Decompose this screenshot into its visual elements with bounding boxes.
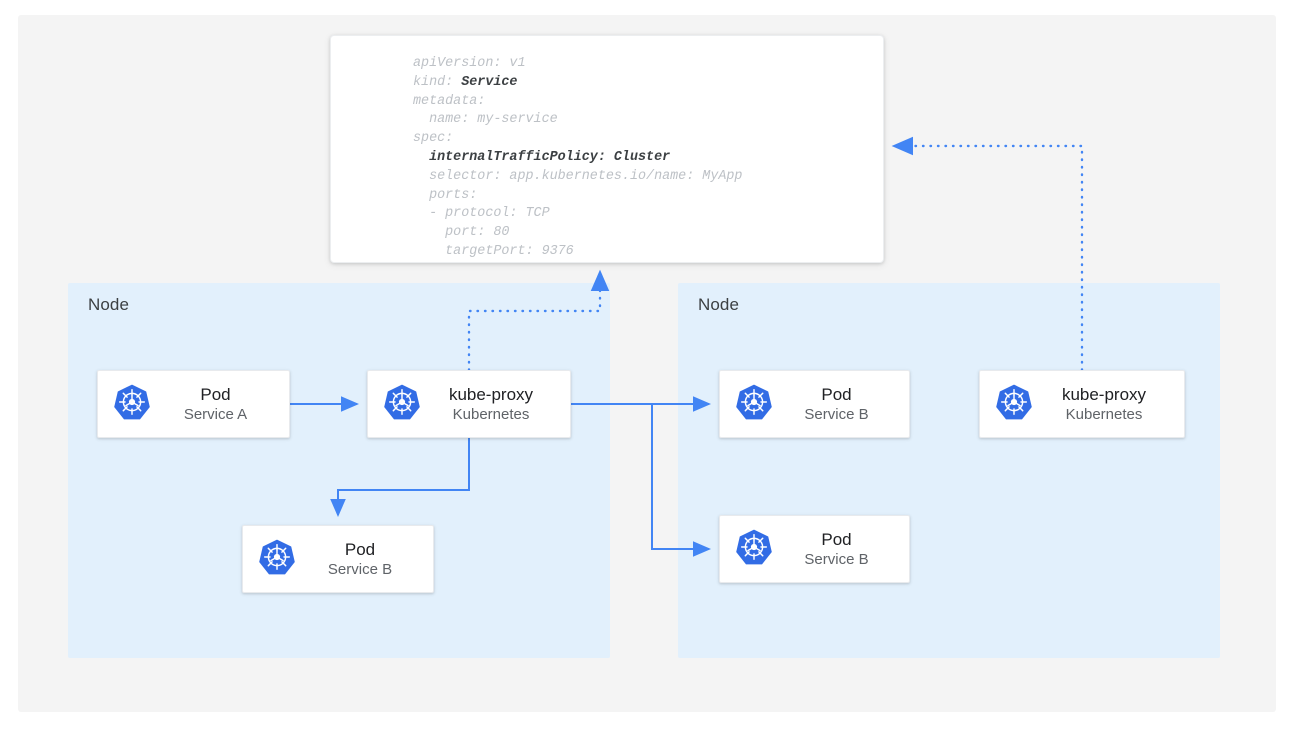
box-title: kube-proxy	[1061, 384, 1147, 404]
kubernetes-icon	[257, 537, 297, 582]
service-yaml-code: apiVersion: v1 kind: Service metadata: n…	[413, 56, 743, 259]
kubernetes-icon	[112, 382, 152, 427]
pod-box-service-b-right-node-bottom[interactable]: Pod Service B	[719, 515, 910, 583]
box-title: Pod	[821, 529, 852, 549]
node-label-right: Node	[698, 295, 740, 314]
box-subtitle: Kubernetes	[452, 406, 530, 424]
box-subtitle: Service B	[804, 406, 869, 424]
box-subtitle: Service A	[183, 406, 248, 424]
kube-proxy-box-text: kube-proxy Kubernetes	[1034, 384, 1184, 425]
pod-box-service-b-left-node[interactable]: Pod Service B	[242, 525, 434, 593]
box-title: Pod	[344, 539, 376, 559]
pod-box-text: Pod Service B	[297, 539, 433, 580]
kube-proxy-box-text: kube-proxy Kubernetes	[422, 384, 570, 425]
kube-proxy-box-left[interactable]: kube-proxy Kubernetes	[367, 370, 571, 438]
pod-box-text: Pod Service B	[774, 529, 909, 570]
node-container-right: Node	[678, 283, 1220, 658]
box-title: Pod	[200, 384, 231, 404]
kubernetes-icon	[994, 382, 1034, 427]
box-subtitle: Service B	[804, 551, 869, 569]
kubernetes-icon	[382, 382, 422, 427]
pod-box-text: Pod Service A	[152, 384, 289, 425]
kubernetes-icon	[734, 382, 774, 427]
kubernetes-icon	[734, 527, 774, 572]
node-label-left: Node	[88, 295, 130, 314]
box-title: Pod	[821, 384, 852, 404]
box-title: kube-proxy	[448, 384, 534, 404]
pod-box-service-b-right-node-top[interactable]: Pod Service B	[719, 370, 910, 438]
node-container-left: Node	[68, 283, 610, 658]
pod-box-service-a[interactable]: Pod Service A	[97, 370, 290, 438]
pod-box-text: Pod Service B	[774, 384, 909, 425]
box-subtitle: Service B	[327, 561, 393, 579]
kube-proxy-box-right[interactable]: kube-proxy Kubernetes	[979, 370, 1185, 438]
box-subtitle: Kubernetes	[1065, 406, 1143, 424]
service-yaml-card: apiVersion: v1 kind: Service metadata: n…	[330, 35, 884, 263]
